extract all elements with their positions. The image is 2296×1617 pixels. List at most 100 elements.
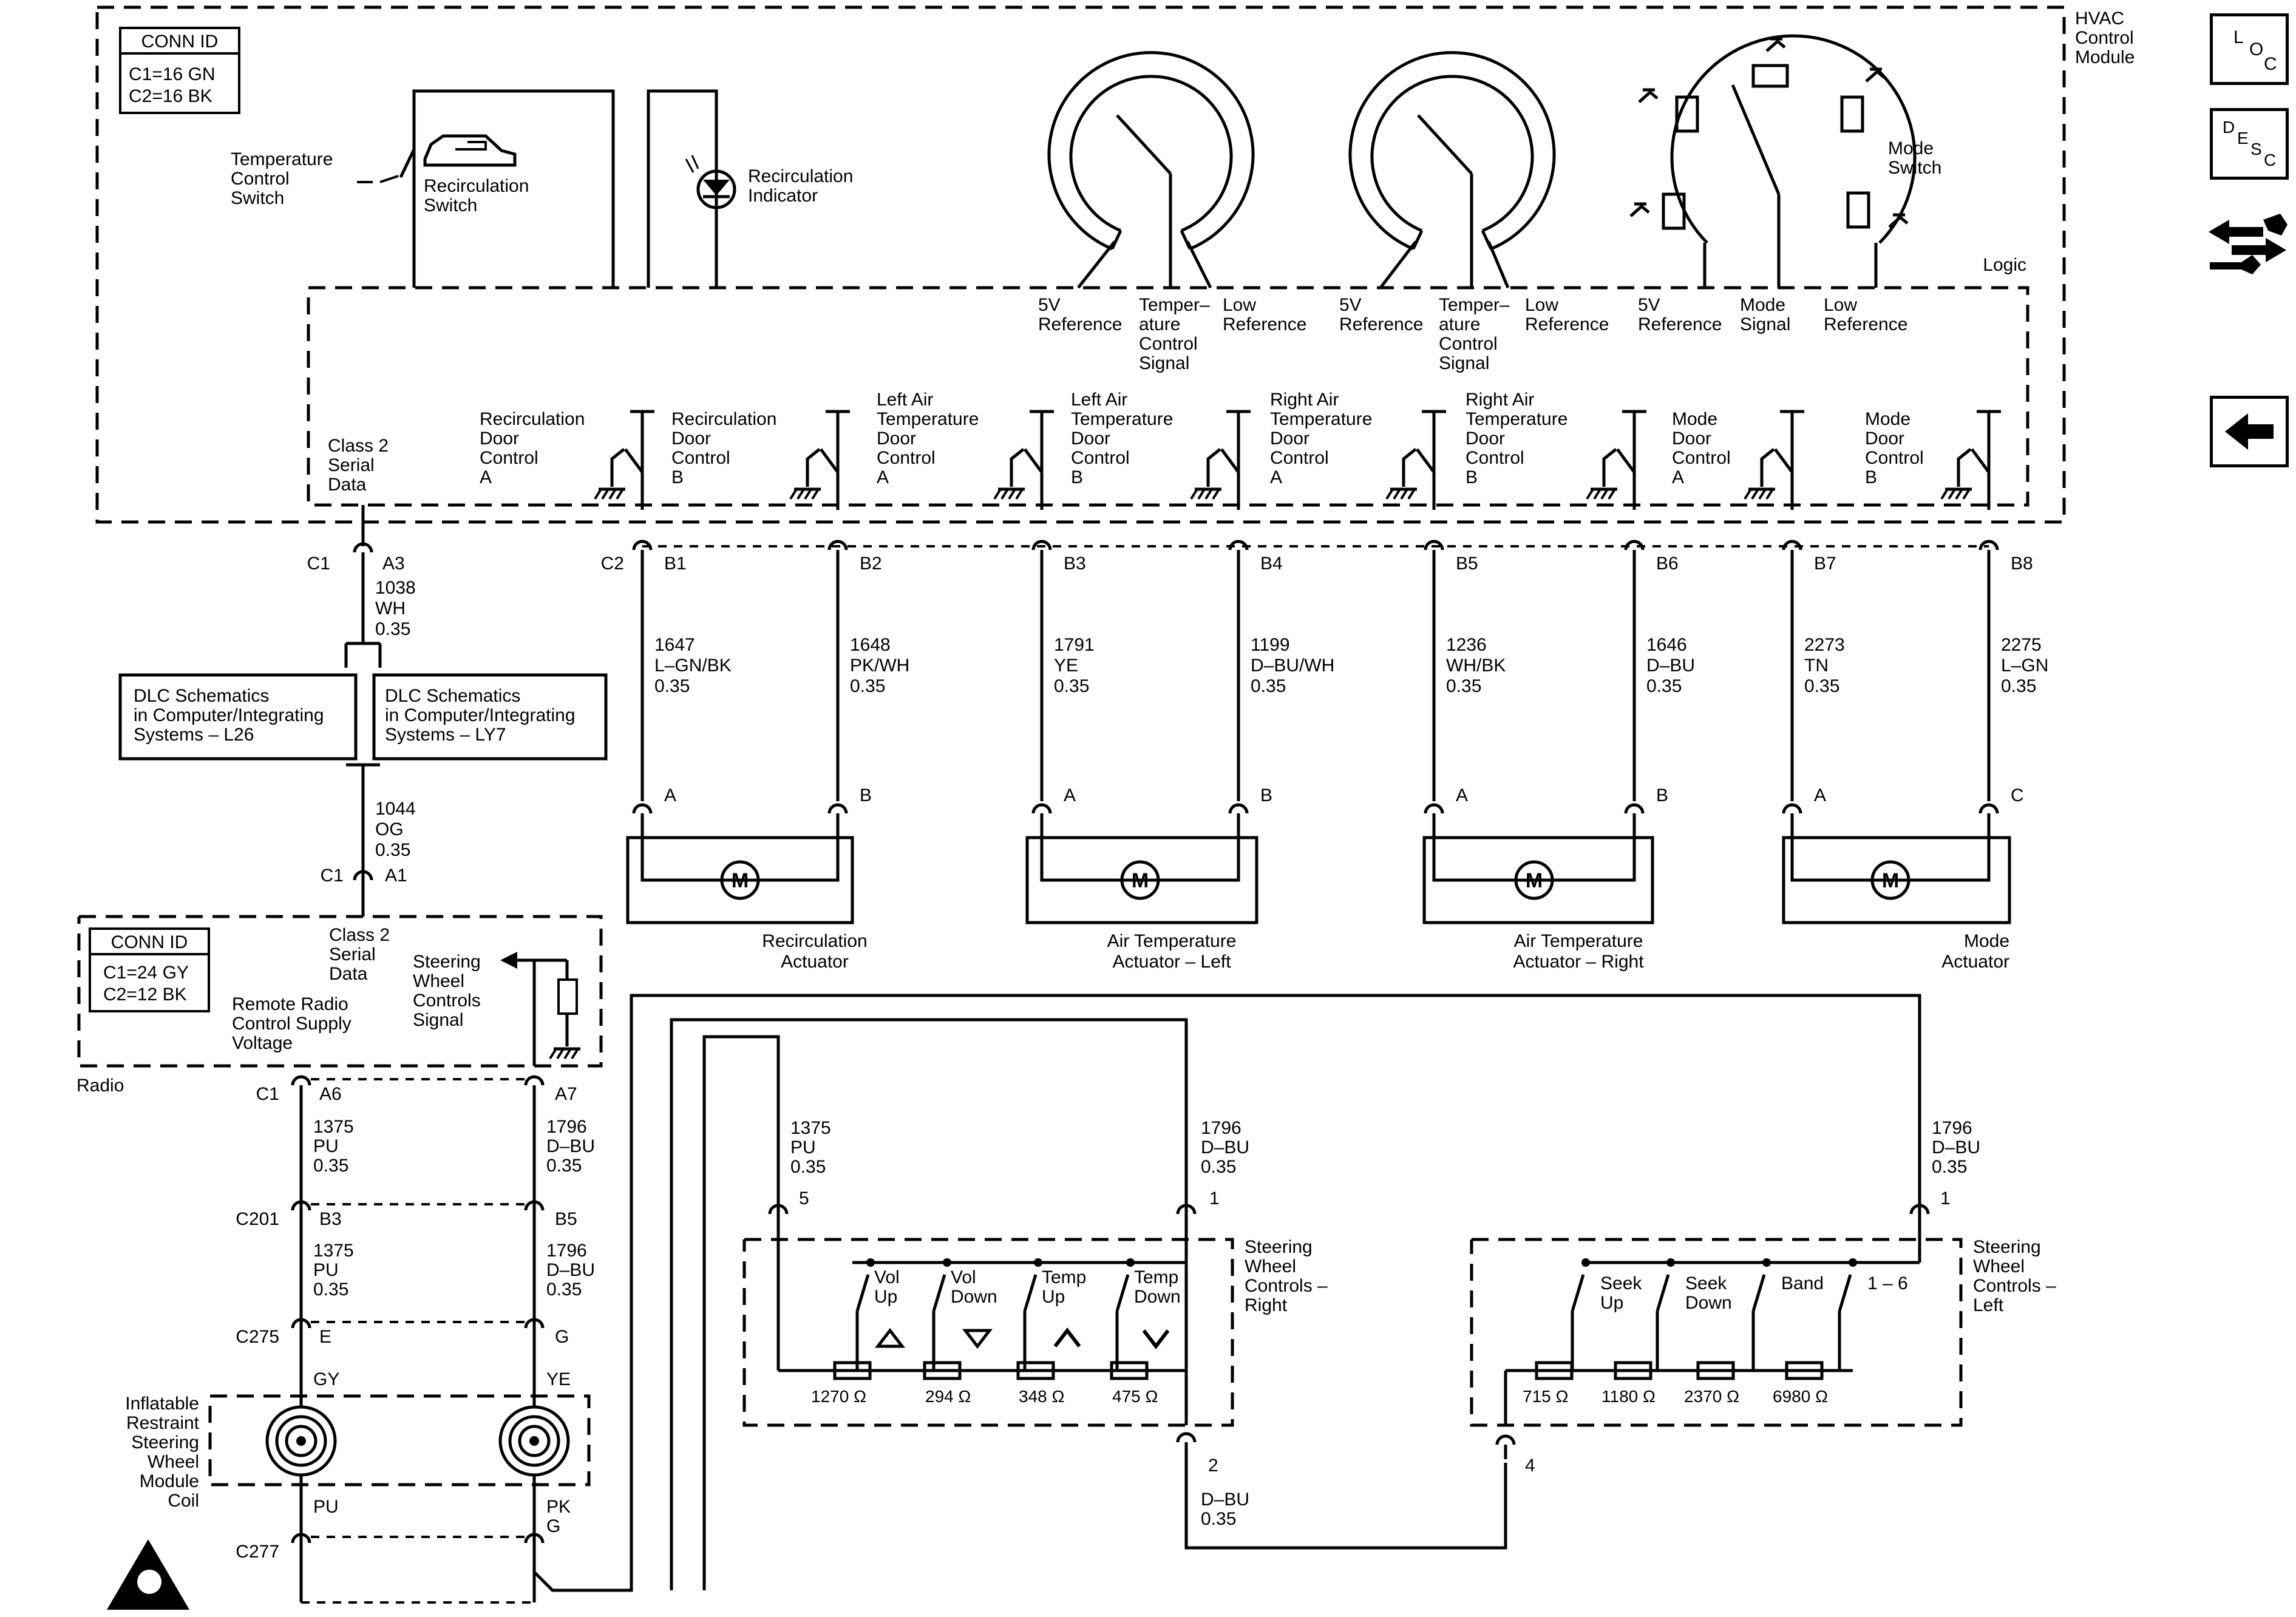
swc-right-title: Steering [1245, 1237, 1313, 1257]
lower-pin-label: B3 [319, 1209, 342, 1229]
door-switch-pole [1402, 448, 1417, 487]
swc-resistor-label: 6980 Ω [1773, 1387, 1828, 1406]
logic-label: Logic [1983, 255, 2026, 275]
door-control-label: Right Air [1466, 390, 1534, 410]
dlc-box-label: DLC Schematics [134, 686, 269, 706]
wire-a3-label: 0.35 [375, 619, 410, 639]
wire-label: 0.35 [850, 676, 885, 696]
door-control-label: B [1466, 467, 1478, 487]
resistor-symbol [833, 1361, 872, 1380]
radio-supply-label: Control Supply [232, 1014, 352, 1034]
door-control-label: Door [1270, 429, 1309, 449]
door-switch-blade [1415, 448, 1436, 473]
ground-hatch [1593, 488, 1601, 500]
door-control-label: Mode [1865, 409, 1911, 429]
actuator-loop [1040, 828, 1240, 882]
loc-button[interactable]: L O C [2210, 13, 2289, 85]
swc-switch-blade [1751, 1274, 1766, 1312]
swc-resistor-label: 715 Ω [1523, 1387, 1568, 1406]
hvac-module-outline [95, 5, 2066, 524]
door-control-label: Temperature [1466, 409, 1567, 429]
radio-conn-id-c1: C1=24 GY [103, 963, 189, 983]
lower-connector-label: C1 [256, 1084, 279, 1104]
motor-symbol [1514, 860, 1554, 900]
actuator-pin-b [827, 803, 848, 814]
led-diode-icon [703, 180, 730, 195]
switch-node [1849, 1258, 1857, 1267]
door-switch-pole [610, 448, 625, 487]
door-control-label: Door [877, 429, 916, 449]
wire-label: 2273 [1804, 635, 1845, 655]
swc-left-pin-4 [1495, 1434, 1516, 1445]
ground-hatch [1948, 488, 1956, 500]
pin-label: B8 [2011, 554, 2033, 574]
actuator-pin-b [1978, 803, 1999, 814]
ground-hatch [1204, 488, 1213, 500]
door-control-label: A [1672, 467, 1684, 487]
resistor-symbol [1016, 1361, 1055, 1380]
swc-pin-1 [1176, 1204, 1197, 1215]
wire-label: 0.35 [2001, 676, 2036, 696]
door-control-label: B [1071, 467, 1083, 487]
wire-label: 1791 [1054, 635, 1095, 655]
vol-down-icon [962, 1329, 993, 1349]
ground-hatch [1197, 488, 1206, 500]
route-1796-left [532, 994, 1921, 1592]
swc-pin-label: 1 [1209, 1188, 1220, 1209]
temp-control-switch-label: Temperature [231, 149, 333, 169]
door-control-label: Control [1672, 448, 1731, 468]
door-control-label: Door [1672, 429, 1711, 449]
radio-class2-label: Serial [329, 944, 376, 964]
door-control-label: A [480, 467, 492, 487]
door-control-label: Temperature [1270, 409, 1372, 429]
motor-symbol [1870, 860, 1911, 900]
wire-label: 1199 [1251, 635, 1290, 655]
wire-pk-label: PK [546, 1497, 571, 1517]
reference-label: Mode [1740, 295, 1785, 315]
lower-pin-label: B5 [555, 1209, 577, 1229]
wrench-arrows-icon[interactable] [2205, 206, 2290, 279]
swc-switch-blade [1115, 1274, 1130, 1312]
wire-1375-label: PU [313, 1260, 339, 1280]
wire-label: D–BU [1646, 656, 1695, 676]
ground-hatch [1744, 488, 1752, 500]
actuator-pin-label: A [1814, 785, 1826, 805]
door-control-label: Mode [1672, 409, 1717, 429]
wire-1796-swc-label: 1796 [1932, 1118, 1972, 1138]
door-control-label: Recirculation [480, 409, 585, 429]
door-control-label: A [877, 467, 889, 487]
resistor-symbol [1110, 1361, 1149, 1380]
recirc-indicator-label: Recirculation [748, 166, 853, 186]
route-1375 [702, 1035, 780, 1590]
reference-label: Low [1525, 295, 1558, 315]
desc-button[interactable]: D E S C [2210, 108, 2289, 180]
reference-label: 5V [1638, 295, 1660, 315]
ground-hatch [1400, 488, 1408, 500]
pullup-resistor [557, 978, 578, 1015]
actuator-name: Actuator [781, 952, 849, 972]
ground-hatch [1190, 488, 1198, 500]
door-control-label: Control [1071, 448, 1130, 468]
lower-pin-label: A6 [319, 1084, 342, 1104]
ground-hatch [811, 488, 820, 500]
actuator-loop [640, 828, 840, 882]
radio-signal-label: Signal [413, 1010, 463, 1030]
pin-a1 [353, 870, 373, 881]
temp-pot-ref [1379, 240, 1417, 289]
hvac-module-title: Control [2075, 28, 2134, 48]
coil-box [208, 1394, 591, 1486]
swc-left-title: Wheel [1973, 1256, 2025, 1276]
pin-a3-label: A3 [382, 554, 405, 574]
back-button[interactable] [2210, 396, 2289, 467]
radio-class2-label: Data [329, 964, 368, 984]
switch-node [1126, 1258, 1135, 1267]
ground-hatch [549, 1048, 557, 1060]
wire-1375-label: 1375 [313, 1241, 354, 1261]
reference-label: 5V [1339, 295, 1362, 315]
wire-1796-label: D–BU [546, 1260, 595, 1280]
loc-letter-l: L [2233, 27, 2244, 47]
swc-button-label: Up [1600, 1293, 1623, 1313]
reference-label: Reference [1223, 314, 1306, 334]
wire-label: L–GN [2001, 656, 2048, 676]
bottom-wire-label: 0.35 [1201, 1509, 1236, 1529]
